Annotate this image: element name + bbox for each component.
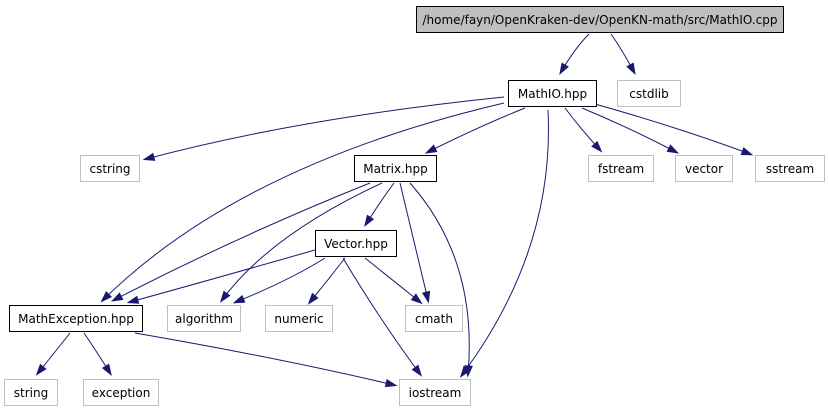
edge-mathio-to-mathexception [102,102,505,301]
edge-mathio-to-cstring [145,96,505,160]
edge-matrix-to-algorithm [221,182,383,301]
node-string: string [4,379,58,406]
node-mathio-cpp-root: /home/fayn/OpenKraken-dev/OpenKN-math/sr… [416,6,784,33]
edge-mathio-to-sstream [594,103,751,155]
node-exception: exception [83,379,159,406]
edge-vector_hpp-to-mathexception [129,249,316,303]
edge-vector_hpp-to-algorithm [235,257,326,303]
edge-matrix-to-cmath [399,182,429,301]
arrowhead-matrix-to-vector_hpp [364,214,375,227]
arrowhead-matrix-to-algorithm [219,290,231,303]
arrowhead-root-to-cstdlib [626,62,636,76]
arrowhead-mathexception-to-exception [101,363,112,376]
arrowhead-vector_hpp-to-iostream [411,364,423,377]
node-cstring: cstring [80,155,140,182]
node-matrix-hpp[interactable]: Matrix.hpp [354,155,437,182]
node-vector-hpp[interactable]: Vector.hpp [315,230,397,257]
edge-mathexception-to-iostream [134,332,395,386]
arrowhead-mathio-to-fstream [591,140,603,153]
arrowhead-vector_hpp-to-cmath [410,293,423,305]
arrowhead-mathexception-to-iostream [384,378,398,388]
arrowhead-mathio-to-cstring [142,152,156,161]
arrowhead-root-to-mathio [559,62,569,76]
node-fstream: fstream [588,155,654,182]
arrowhead-vector_hpp-to-mathexception [126,295,140,304]
node-mathexception-hpp[interactable]: MathException.hpp [9,305,143,332]
arrowhead-vector_hpp-to-numeric [307,292,319,305]
node-cstdlib: cstdlib [617,80,681,107]
arrowhead-mathexception-to-string [35,363,47,376]
node-vector: vector [675,155,733,182]
node-mathio-hpp[interactable]: MathIO.hpp [508,80,597,107]
arrowhead-mathio-to-mathexception [100,291,113,303]
arrowhead-mathio-to-vector_std [666,144,680,154]
edge-vector_hpp-to-cmath [364,257,421,303]
node-sstream: sstream [755,155,825,182]
edge-mathio-to-vector_std [581,107,677,153]
node-iostream: iostream [399,379,471,406]
node-algorithm: algorithm [167,305,241,332]
edge-vector_hpp-to-iostream [342,257,421,375]
arrowhead-mathio-to-sstream [740,147,754,156]
arrowhead-matrix-to-cmath [421,290,431,304]
arrowhead-matrix-to-iostream [464,365,473,378]
node-numeric: numeric [265,305,333,332]
arrowhead-mathio-to-matrix [424,144,438,154]
arrowhead-vector_hpp-to-algorithm [232,294,246,304]
edge-mathio-to-matrix [427,107,526,153]
edge-matrix-to-mathexception [113,182,371,301]
node-cmath: cmath [405,305,463,332]
arrowhead-matrix-to-mathexception [110,292,124,302]
edge-matrix-to-iostream [409,182,470,375]
edge-mathio-to-iostream [461,109,549,376]
